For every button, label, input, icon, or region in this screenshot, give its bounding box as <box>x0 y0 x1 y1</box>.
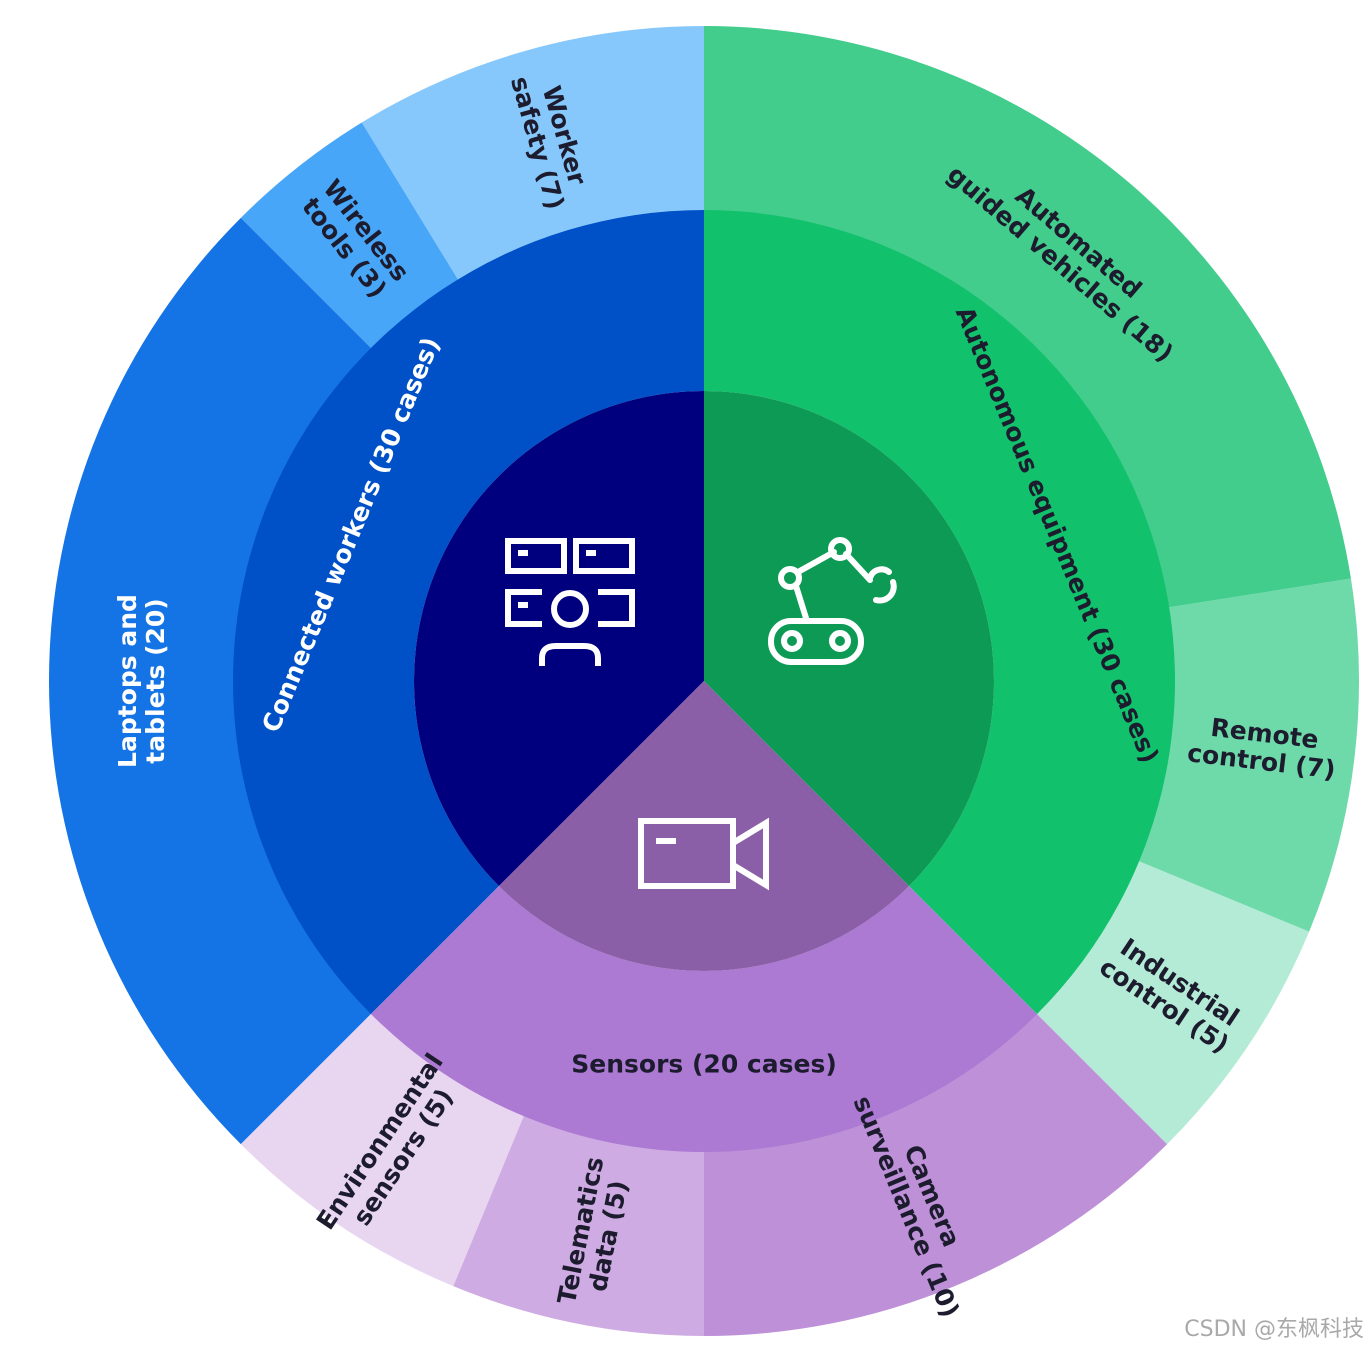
subcategory-label-laptops-and-tablets: Laptops andtablets (20) <box>113 594 170 768</box>
subcategory-segment-environmental-sensors <box>240 1012 525 1287</box>
category-label-sensors: Sensors (20 cases) <box>571 1049 836 1078</box>
category-segment-autonomous-equipment <box>704 210 1176 1015</box>
robot-arm-icon <box>768 537 897 665</box>
video-camera-icon <box>638 817 769 891</box>
center-icons <box>505 537 897 891</box>
subcategory-segment-worker-safety <box>361 26 704 282</box>
watermark: CSDN @东枫科技 <box>1184 1317 1364 1342</box>
segment-label-line: Laptops and <box>113 594 142 768</box>
subcategory-segment-remote-control <box>1137 578 1360 932</box>
inner-ring <box>413 391 994 972</box>
subcategory-segment-camera-surveillance <box>704 1012 1168 1336</box>
category-segment-sensors <box>370 886 1038 1152</box>
outer-ring <box>49 26 1360 1336</box>
segment-label-line: tablets (20) <box>141 598 170 763</box>
subcategory-label-worker-safety: Workersafety (7) <box>505 66 597 213</box>
subcategory-segment-telematics-data <box>453 1114 704 1336</box>
subcategory-segment-laptops-and-tablets <box>49 217 373 1145</box>
center-wedge-sensors <box>498 681 910 972</box>
subcategory-segment-wireless-tools <box>240 122 459 350</box>
middle-ring <box>232 210 1176 1152</box>
center-wedge-connected-workers <box>413 391 704 887</box>
segment-label-line: Sensors (20 cases) <box>571 1049 836 1078</box>
subcategory-segment-industrial-control <box>1035 860 1310 1145</box>
connected-worker-devices-icon <box>505 538 635 666</box>
category-segment-connected-workers <box>232 210 704 1015</box>
subcategory-segment-automated-guided-vehicles <box>704 26 1351 608</box>
